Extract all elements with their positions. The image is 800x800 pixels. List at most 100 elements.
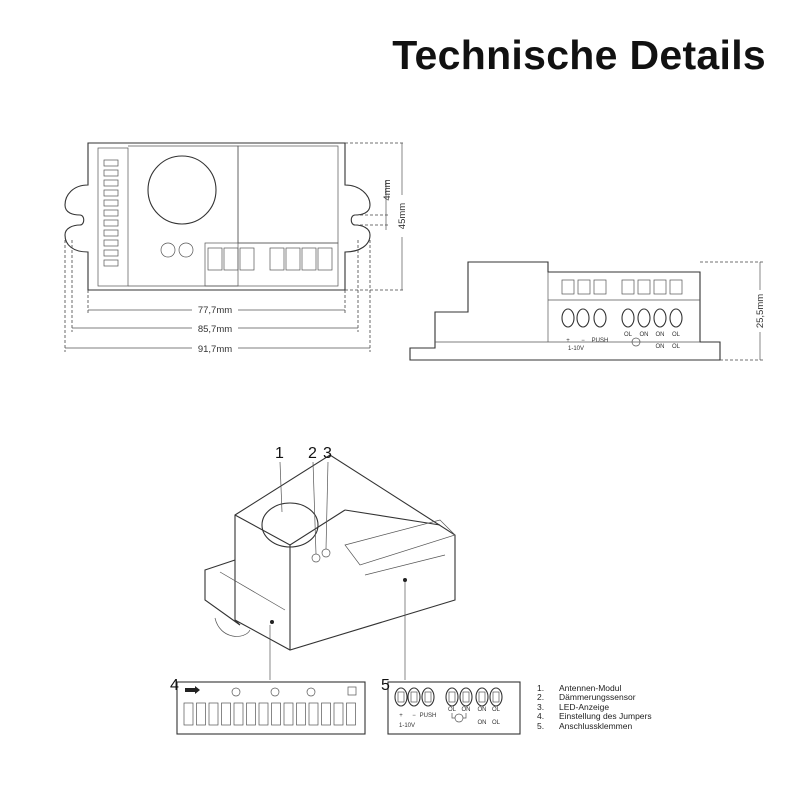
svg-text:ON: ON xyxy=(656,332,665,338)
terminal-slot xyxy=(478,691,486,703)
terminal xyxy=(621,279,635,295)
legend-item: 3.LED-Anzeige xyxy=(537,701,610,712)
terminal xyxy=(207,247,223,271)
callout-5: 5 xyxy=(381,677,390,694)
svg-text:1-10V: 1-10V xyxy=(568,346,584,352)
jumper-cell xyxy=(246,702,256,726)
jumper-cell xyxy=(233,702,244,726)
isometric-view: 1 2 3 xyxy=(204,445,456,680)
terminal-slot xyxy=(424,691,432,703)
terminal xyxy=(577,279,591,295)
dim-mid-width: 85,7mm xyxy=(198,324,232,335)
button xyxy=(593,308,607,328)
terminal-slot xyxy=(410,691,418,703)
svg-text:ON: ON xyxy=(656,344,665,350)
page-title: Technische Details xyxy=(392,32,766,78)
terminal xyxy=(561,279,575,295)
terminal xyxy=(317,247,333,271)
jumper-switch xyxy=(103,159,119,167)
jumper-cell xyxy=(283,702,294,726)
callout-3: 3 xyxy=(323,445,332,462)
terminal-button xyxy=(407,687,421,707)
svg-text:OL: OL xyxy=(624,332,633,338)
jumper-switch xyxy=(103,209,119,217)
button xyxy=(653,308,667,328)
svg-text:ON: ON xyxy=(462,707,471,713)
svg-text:−: − xyxy=(581,338,585,344)
jumper-switch xyxy=(103,189,119,197)
jumper-switch xyxy=(103,259,119,267)
dim-outer-width: 91,7mm xyxy=(198,344,232,355)
jumper-cell xyxy=(346,702,356,726)
terminal-slot xyxy=(397,691,405,703)
jumper-switch xyxy=(103,249,119,257)
svg-text:ON: ON xyxy=(640,332,649,338)
button xyxy=(561,308,575,328)
svg-text:PUSH: PUSH xyxy=(592,338,609,344)
svg-text:OL: OL xyxy=(672,332,681,338)
legend-item: 2.Dämmerungssensor xyxy=(537,692,636,703)
terminal-button xyxy=(475,687,489,707)
svg-text:OL: OL xyxy=(492,720,501,726)
svg-text:−: − xyxy=(412,713,416,719)
terminal-slot xyxy=(448,691,456,703)
terminal xyxy=(593,279,607,295)
side-view: + − PUSH 1-10V OL ON ON OL ON OL 25,5mm xyxy=(409,261,766,361)
dim-inner-width: 77,7mm xyxy=(198,305,232,316)
terminal-button xyxy=(445,687,459,707)
terminal-slot xyxy=(492,691,500,703)
callout-1: 1 xyxy=(275,445,284,462)
dim-hole: 4mm xyxy=(382,179,393,200)
jumper-cell xyxy=(196,702,206,726)
terminal xyxy=(269,247,285,271)
svg-text:1-10V: 1-10V xyxy=(399,723,415,729)
terminal-button xyxy=(421,687,435,707)
button xyxy=(621,308,635,328)
callout-2: 2 xyxy=(308,445,317,462)
inset-jumper: 4 xyxy=(170,677,366,735)
terminal-slot xyxy=(462,691,470,703)
jumper-cell xyxy=(308,702,319,726)
svg-text:OL: OL xyxy=(448,707,457,713)
legend: 1.Antennen-Modul 2.Dämmerungssensor 3.LE… xyxy=(537,683,652,731)
jumper-switch xyxy=(103,219,119,227)
jumper-cell xyxy=(296,702,306,726)
jumper-cell xyxy=(321,702,331,726)
top-view: 77,7mm 85,7mm 91,7mm 45mm 4mm xyxy=(64,142,408,355)
jumper-cell xyxy=(258,702,269,726)
button xyxy=(637,308,651,328)
svg-text:+: + xyxy=(399,713,403,719)
callout-4: 4 xyxy=(170,677,179,694)
terminal xyxy=(637,279,651,295)
jumper-cell xyxy=(271,702,281,726)
svg-text:ON: ON xyxy=(478,720,487,726)
legend-item: 1.Antennen-Modul xyxy=(537,683,622,693)
terminal-button xyxy=(459,687,473,707)
jumper-cell xyxy=(333,702,344,726)
jumper-switch xyxy=(103,179,119,187)
svg-text:+: + xyxy=(566,338,570,344)
dim-side-height: 25,5mm xyxy=(755,294,766,328)
svg-text:OL: OL xyxy=(672,344,681,350)
jumper-switch xyxy=(103,169,119,177)
terminal xyxy=(669,279,683,295)
terminal xyxy=(285,247,301,271)
jumper-switch xyxy=(103,229,119,237)
terminal xyxy=(653,279,667,295)
jumper-cell xyxy=(208,702,219,726)
jumper-cell xyxy=(183,702,194,726)
svg-text:ON: ON xyxy=(478,707,487,713)
terminal xyxy=(223,247,239,271)
svg-text:OL: OL xyxy=(492,707,501,713)
jumper-cell xyxy=(221,702,231,726)
terminal xyxy=(239,247,255,271)
terminal-button xyxy=(489,687,503,707)
button xyxy=(669,308,683,328)
legend-item: 5.Anschlussklemmen xyxy=(537,720,633,731)
inset-terminals: 5 + − PUSH 1-10V OL ON ON OL ON OL xyxy=(381,677,521,735)
svg-text:PUSH: PUSH xyxy=(420,713,437,719)
jumper-switch xyxy=(103,199,119,207)
terminal-button xyxy=(394,687,408,707)
legend-item: 4.Einstellung des Jumpers xyxy=(537,711,652,722)
